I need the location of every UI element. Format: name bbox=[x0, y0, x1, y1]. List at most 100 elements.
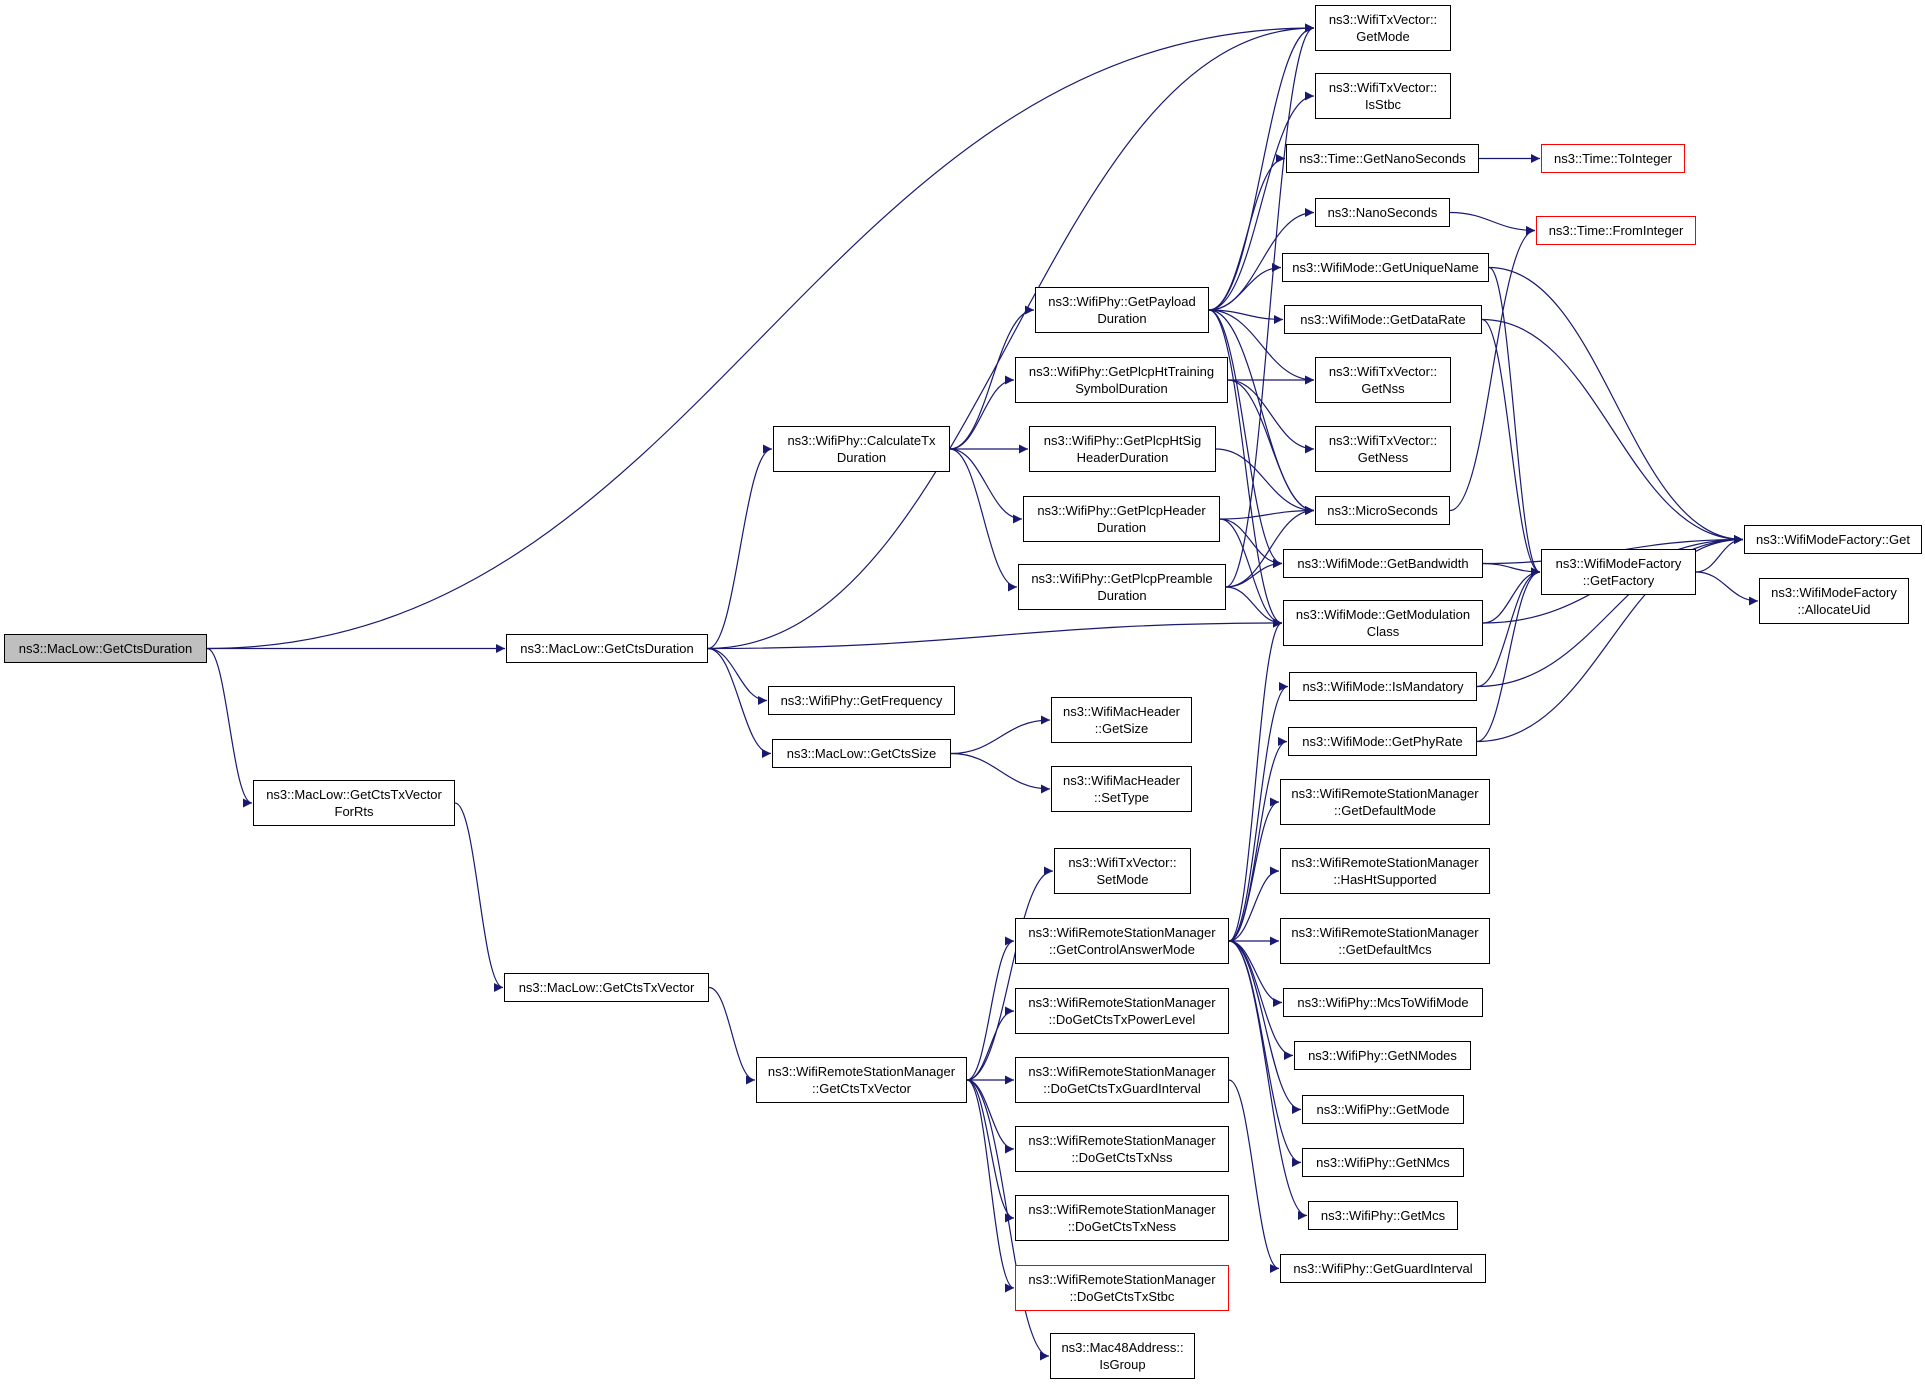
node-label-line: ::GetSize bbox=[1094, 721, 1149, 736]
node-label-line: ns3::WifiModeFactory::Get bbox=[1756, 532, 1910, 547]
node-label-line: ns3::WifiRemoteStationManager bbox=[1028, 1133, 1216, 1148]
edge-factory-get-factory-to-factory-get bbox=[1695, 535, 1744, 573]
node-nano-seconds[interactable]: ns3::NanoSeconds bbox=[1315, 198, 1450, 227]
edge-nano-seconds-to-time-from-integer bbox=[1449, 211, 1536, 235]
node-label-line: ns3::WifiPhy::GetMcs bbox=[1320, 1208, 1446, 1223]
node-label-line: Duration bbox=[1097, 588, 1147, 603]
node-mode-get-data-rate[interactable]: ns3::WifiMode::GetDataRate bbox=[1284, 305, 1482, 334]
node-label-line: ns3::WifiModeFactory bbox=[1555, 556, 1682, 571]
node-mac-header-get-size[interactable]: ns3::WifiMacHeader::GetSize bbox=[1051, 697, 1192, 743]
node-label-line: ns3::WifiMode::GetModulation bbox=[1295, 607, 1471, 622]
node-get-cts-size[interactable]: ns3::MacLow::GetCtsSize bbox=[772, 739, 951, 768]
node-factory-get-factory[interactable]: ns3::WifiModeFactory::GetFactory bbox=[1541, 549, 1696, 595]
edge-rsm-get-cts-tx-vector-to-mac48-is-group bbox=[966, 1079, 1050, 1361]
node-tx-vec-get-nss[interactable]: ns3::WifiTxVector::GetNss bbox=[1315, 357, 1451, 403]
node-do-get-cts-tx-nss[interactable]: ns3::WifiRemoteStationManager::DoGetCtsT… bbox=[1015, 1126, 1229, 1172]
node-do-get-cts-tx-ness[interactable]: ns3::WifiRemoteStationManager::DoGetCtsT… bbox=[1015, 1195, 1229, 1241]
node-get-frequency[interactable]: ns3::WifiPhy::GetFrequency bbox=[768, 686, 955, 715]
node-label-line: ns3::WifiPhy::GetPlcpHtTraining bbox=[1028, 364, 1215, 379]
edge-do-get-cts-tx-guard-interval-to-phy-get-guard-interval bbox=[1228, 1079, 1280, 1273]
edge-mode-is-mandatory-to-factory-get-factory bbox=[1476, 567, 1541, 688]
node-label-line: ns3::WifiTxVector:: bbox=[1328, 12, 1438, 27]
edge-mac-low-get-cts-duration-to-calculate-tx-duration bbox=[707, 444, 773, 650]
node-label-line: ns3::WifiRemoteStationManager bbox=[1291, 925, 1479, 940]
node-label-line: ::AllocateUid bbox=[1797, 602, 1871, 617]
node-label-line: ::DoGetCtsTxPowerLevel bbox=[1048, 1012, 1196, 1027]
node-root[interactable]: ns3::MacLow::GetCtsDuration bbox=[4, 634, 207, 663]
node-mac-low-get-cts-duration[interactable]: ns3::MacLow::GetCtsDuration bbox=[506, 634, 708, 663]
edge-mode-get-unique-name-to-factory-get-factory bbox=[1488, 266, 1541, 577]
node-label-line: Duration bbox=[1096, 520, 1147, 535]
node-label-line: ns3::WifiPhy::GetPlcpHeader bbox=[1037, 503, 1206, 518]
node-time-get-nano-seconds[interactable]: ns3::Time::GetNanoSeconds bbox=[1286, 144, 1479, 173]
edge-rsm-get-cts-tx-vector-to-do-get-cts-tx-stbc bbox=[966, 1079, 1015, 1293]
node-label-line: Duration bbox=[836, 450, 887, 465]
node-factory-allocate-uid[interactable]: ns3::WifiModeFactory::AllocateUid bbox=[1759, 578, 1909, 624]
node-time-to-integer[interactable]: ns3::Time::ToInteger bbox=[1541, 144, 1685, 173]
edge-mac-low-get-cts-duration-to-tx-vec-get-mode bbox=[707, 23, 1315, 650]
node-mode-get-bandwidth[interactable]: ns3::WifiMode::GetBandwidth bbox=[1283, 549, 1483, 578]
node-mode-is-mandatory[interactable]: ns3::WifiMode::IsMandatory bbox=[1289, 672, 1477, 701]
node-label-line: SymbolDuration bbox=[1075, 381, 1168, 396]
node-label-line: ns3::WifiPhy::GetMode bbox=[1316, 1102, 1450, 1117]
node-do-get-cts-tx-power-level[interactable]: ns3::WifiRemoteStationManager::DoGetCtsT… bbox=[1015, 988, 1229, 1034]
node-do-get-cts-tx-guard-interval[interactable]: ns3::WifiRemoteStationManager::DoGetCtsT… bbox=[1015, 1057, 1229, 1103]
node-mac48-is-group[interactable]: ns3::Mac48Address::IsGroup bbox=[1050, 1333, 1195, 1379]
edge-get-control-answer-mode-to-mode-get-phy-rate bbox=[1228, 737, 1288, 942]
node-tx-vec-set-mode[interactable]: ns3::WifiTxVector::SetMode bbox=[1054, 848, 1191, 894]
node-factory-get[interactable]: ns3::WifiModeFactory::Get bbox=[1744, 525, 1922, 554]
node-label-line: ns3::WifiRemoteStationManager bbox=[767, 1064, 956, 1079]
edge-mac-low-get-cts-duration-to-get-frequency bbox=[707, 647, 768, 705]
node-phy-get-guard-interval[interactable]: ns3::WifiPhy::GetGuardInterval bbox=[1280, 1254, 1486, 1283]
node-get-control-answer-mode[interactable]: ns3::WifiRemoteStationManager::GetContro… bbox=[1015, 918, 1229, 964]
node-phy-mcs-to-wifi-mode[interactable]: ns3::WifiPhy::McsToWifiMode bbox=[1283, 988, 1483, 1017]
node-rsm-get-default-mcs[interactable]: ns3::WifiRemoteStationManager::GetDefaul… bbox=[1280, 918, 1490, 964]
node-rsm-has-ht-supported[interactable]: ns3::WifiRemoteStationManager::HasHtSupp… bbox=[1280, 848, 1490, 894]
node-phy-get-nmcs[interactable]: ns3::WifiPhy::GetNMcs bbox=[1302, 1148, 1464, 1177]
node-tx-vec-get-ness[interactable]: ns3::WifiTxVector::GetNess bbox=[1315, 426, 1451, 472]
edge-get-control-answer-mode-to-rsm-get-default-mode bbox=[1228, 797, 1280, 942]
node-tx-vec-get-mode[interactable]: ns3::WifiTxVector::GetMode bbox=[1315, 5, 1451, 51]
node-label-line: ns3::WifiMode::GetBandwidth bbox=[1297, 556, 1469, 571]
node-micro-seconds[interactable]: ns3::MicroSeconds bbox=[1315, 496, 1450, 525]
edge-mode-get-data-rate-to-factory-get bbox=[1481, 318, 1744, 544]
node-mac-header-set-type[interactable]: ns3::WifiMacHeader::SetType bbox=[1051, 766, 1192, 812]
edge-get-plcp-ht-training-to-tx-vec-get-ness bbox=[1227, 379, 1315, 454]
node-mode-get-phy-rate[interactable]: ns3::WifiMode::GetPhyRate bbox=[1288, 727, 1477, 756]
node-label-line: ::HasHtSupported bbox=[1333, 872, 1437, 887]
node-phy-get-mode[interactable]: ns3::WifiPhy::GetMode bbox=[1302, 1095, 1464, 1124]
node-label-line: SetMode bbox=[1096, 872, 1149, 887]
node-get-cts-tx-vector[interactable]: ns3::MacLow::GetCtsTxVector bbox=[504, 973, 709, 1002]
node-time-from-integer[interactable]: ns3::Time::FromInteger bbox=[1536, 216, 1696, 245]
node-label-line: ns3::WifiTxVector:: bbox=[1068, 855, 1177, 870]
edge-get-plcp-ht-training-to-micro-seconds bbox=[1227, 379, 1315, 515]
node-mode-get-unique-name[interactable]: ns3::WifiMode::GetUniqueName bbox=[1282, 253, 1489, 282]
node-label-line: ns3::Time::ToInteger bbox=[1553, 151, 1672, 166]
edge-calculate-tx-duration-to-get-plcp-header bbox=[949, 448, 1023, 524]
node-rsm-get-cts-tx-vector[interactable]: ns3::WifiRemoteStationManager::GetCtsTxV… bbox=[756, 1057, 967, 1103]
node-phy-get-mcs[interactable]: ns3::WifiPhy::GetMcs bbox=[1308, 1201, 1458, 1230]
node-do-get-cts-tx-stbc[interactable]: ns3::WifiRemoteStationManager::DoGetCtsT… bbox=[1015, 1265, 1229, 1311]
node-label-line: ns3::WifiPhy::GetPayload bbox=[1048, 294, 1196, 309]
node-label-line: ns3::WifiPhy::GetPlcpPreamble bbox=[1031, 571, 1213, 586]
node-tx-vec-is-stbc[interactable]: ns3::WifiTxVector::IsStbc bbox=[1315, 73, 1451, 119]
node-label-line: ns3::Time::FromInteger bbox=[1548, 223, 1684, 238]
edge-rsm-get-cts-tx-vector-to-get-control-answer-mode bbox=[966, 936, 1015, 1081]
node-phy-get-nmodes[interactable]: ns3::WifiPhy::GetNModes bbox=[1294, 1041, 1471, 1070]
node-rsm-get-default-mode[interactable]: ns3::WifiRemoteStationManager::GetDefaul… bbox=[1280, 779, 1490, 825]
node-label-line: ns3::MacLow::GetCtsDuration bbox=[520, 641, 694, 656]
node-label-line: ns3::WifiPhy::GetNMcs bbox=[1316, 1155, 1450, 1170]
edge-get-plcp-preamble-to-micro-seconds bbox=[1225, 506, 1315, 588]
node-label-line: ns3::WifiMacHeader bbox=[1062, 704, 1181, 719]
edge-get-plcp-header-to-micro-seconds bbox=[1219, 506, 1315, 520]
node-label-line: ns3::MacLow::GetCtsTxVector bbox=[518, 980, 695, 995]
